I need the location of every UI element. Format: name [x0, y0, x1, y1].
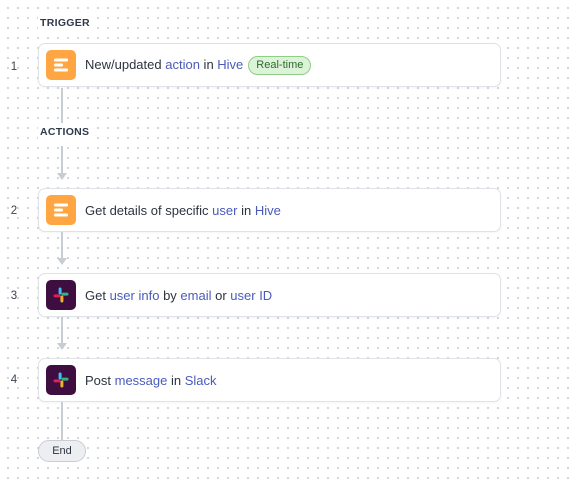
- realtime-badge: Real-time: [248, 55, 312, 75]
- step-app-slack: Slack: [184, 372, 217, 388]
- trigger-section-label: TRIGGER: [38, 15, 92, 31]
- slack-icon: [46, 280, 76, 310]
- action-step-card[interactable]: Post message in Slack: [38, 358, 501, 402]
- step-text: New/updated: [85, 56, 166, 72]
- step-app-hive: Hive: [254, 202, 281, 218]
- connector-line: [61, 88, 63, 123]
- step-field-user: user: [212, 202, 238, 218]
- connector-arrow-icon: [57, 343, 67, 350]
- step-title: Get details of specific user in Hive: [85, 203, 281, 218]
- step-text: Get: [85, 287, 110, 303]
- step-text: Get details of specific: [85, 202, 213, 218]
- step-text: in: [167, 372, 185, 388]
- hive-icon: [46, 50, 76, 80]
- connector-line: [61, 317, 63, 343]
- action-step-card[interactable]: Get details of specific user in Hive: [38, 188, 501, 232]
- hive-icon: [46, 195, 76, 225]
- connector-line: [61, 146, 63, 173]
- connector-line: [61, 402, 63, 440]
- action-step-card[interactable]: Get user info by email or user ID: [38, 273, 501, 317]
- step-text: by: [159, 287, 181, 303]
- step-text: in: [199, 56, 218, 72]
- step-text: or: [211, 287, 231, 303]
- connector-arrow-icon: [57, 258, 67, 265]
- connector-arrow-icon: [57, 173, 67, 180]
- step-field-user-id: user ID: [230, 287, 273, 303]
- step-field-action: action: [165, 56, 200, 72]
- step-number: 3: [10, 290, 18, 302]
- step-title: Post message in Slack: [85, 373, 217, 388]
- step-field-user-info: user info: [109, 287, 160, 303]
- step-app-hive: Hive: [217, 56, 244, 72]
- step-number: 1: [10, 61, 18, 73]
- step-field-message: message: [114, 372, 168, 388]
- slack-icon: [46, 365, 76, 395]
- step-text: in: [237, 202, 255, 218]
- actions-section-label: ACTIONS: [38, 124, 92, 140]
- end-node: End: [38, 440, 86, 462]
- step-title: Get user info by email or user ID: [85, 288, 272, 303]
- step-number: 2: [10, 205, 18, 217]
- step-number: 4: [10, 374, 18, 386]
- connector-line: [61, 232, 63, 258]
- step-text: Post: [85, 372, 115, 388]
- step-field-email: email: [180, 287, 212, 303]
